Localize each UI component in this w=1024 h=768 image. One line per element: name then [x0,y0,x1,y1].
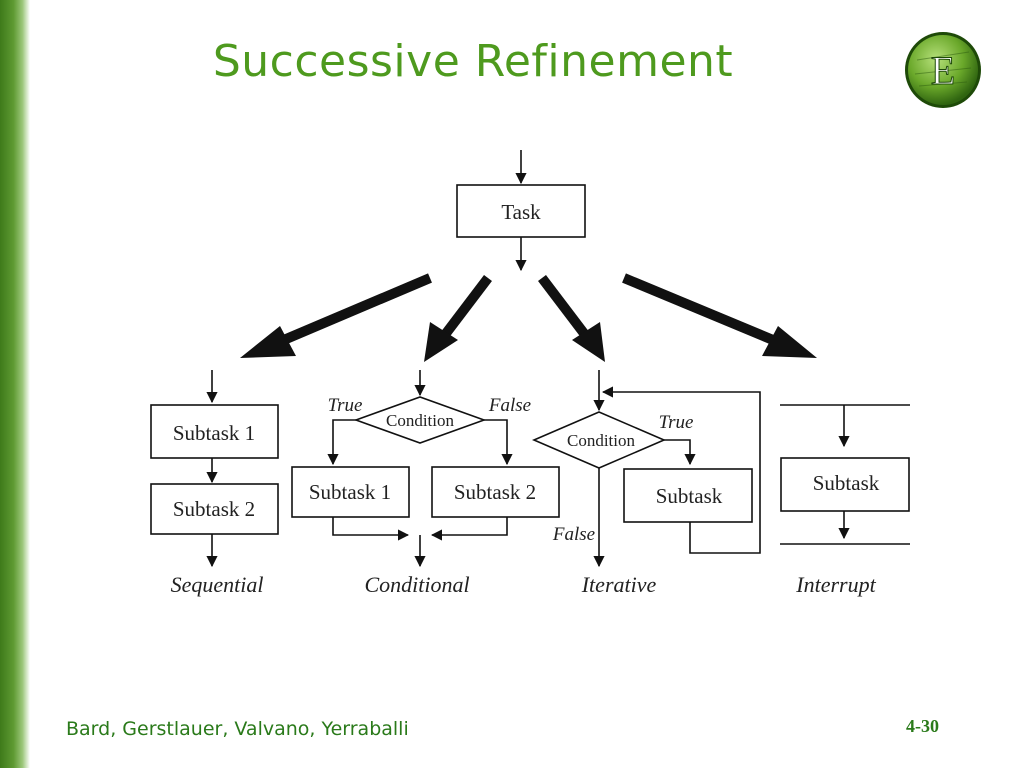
conditional-subtask1-box [291,466,410,518]
big-arrow-iterative [538,274,590,340]
left-accent-bar [0,0,30,768]
sequential-subtask2-box [150,483,279,535]
big-arrow-conditional-head [424,322,458,362]
big-arrow-interrupt-head [762,326,817,358]
iterative-subtask-box [623,468,753,523]
iterative-subtask-label: Subtask [656,484,723,508]
iterative-true-label: True [659,412,694,433]
sequential-subtask1-box [150,404,279,459]
slide-title: Successive Refinement [212,36,734,87]
interrupt-subtask-box [780,457,910,512]
conditional-condition-label: Condition [386,411,455,430]
sequential-subtask1-label: Subtask 1 [173,421,255,445]
big-arrow-interrupt [622,273,787,350]
conditional-subtask1-label: Subtask 1 [309,480,391,504]
iterative-false-label: False [552,524,595,545]
sequential-subtask2-label: Subtask 2 [173,497,255,521]
sequential-caption: Sequential [171,572,264,597]
interrupt-subtask-label: Subtask [813,471,880,495]
interrupt-caption: Interrupt [795,572,876,597]
big-arrow-conditional [440,274,492,340]
conditional-true-label: True [328,395,363,416]
slide-number: 4-30 [906,716,939,736]
iterative-caption: Iterative [581,572,657,597]
big-arrow-sequential [270,273,432,350]
big-arrow-sequential-head [240,326,296,358]
conditional-subtask2-box [431,466,560,518]
conditional-false-label: False [488,395,531,416]
texas-e-logo-icon: E [905,32,981,108]
task-label: Task [501,200,541,224]
logo-letter: E [931,48,955,93]
conditional-subtask2-label: Subtask 2 [454,480,536,504]
conditional-caption: Conditional [364,572,469,597]
footer-authors: Bard, Gerstlauer, Valvano, Yerraballi [66,718,409,740]
refinement-arrows [240,273,817,362]
iterative-condition-label: Condition [567,431,636,450]
iterative-loop-back-arrow [601,386,761,554]
big-arrow-iterative-head [572,322,605,362]
task-box [456,184,586,238]
